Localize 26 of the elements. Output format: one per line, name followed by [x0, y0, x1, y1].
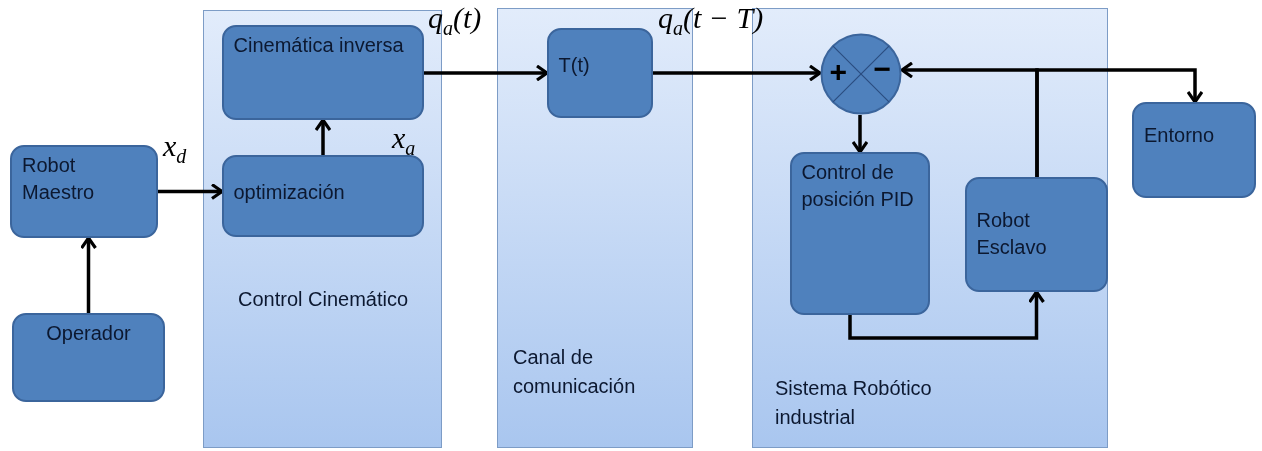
process-box: Cinemática inversa — [221, 24, 424, 120]
process-box: Robot Maestro — [10, 145, 158, 238]
arrow — [314, 118, 332, 155]
arrow — [158, 182, 224, 201]
group-panel — [203, 10, 442, 448]
arrow — [1035, 68, 1204, 177]
process-box: Robot Esclavo — [964, 176, 1108, 292]
signal-label: x$_{d}$ — [163, 130, 187, 169]
arrow — [424, 64, 549, 82]
group-label: Canal de comunicación — [513, 345, 637, 399]
arrow — [79, 236, 98, 313]
arrow — [851, 115, 869, 154]
group-label: Sistema Robótico industrial — [775, 376, 933, 430]
process-box: optimización — [221, 154, 424, 237]
summing-junction — [819, 32, 902, 115]
process-box: Control de posición PID — [789, 151, 930, 315]
process-box: Entorno — [1132, 102, 1256, 198]
group-label: Control Cinemático — [238, 287, 410, 312]
signal-label: q$_{a}$(t − T) — [658, 2, 764, 41]
sign-symbol: + — [829, 56, 848, 87]
arrow — [653, 64, 822, 82]
process-box: Operador — [12, 313, 165, 402]
signal-label: q$_{a}$(t) — [428, 2, 482, 41]
process-box: T(t) — [546, 27, 653, 118]
arrow — [848, 290, 1046, 340]
sign-symbol: − — [873, 53, 892, 84]
